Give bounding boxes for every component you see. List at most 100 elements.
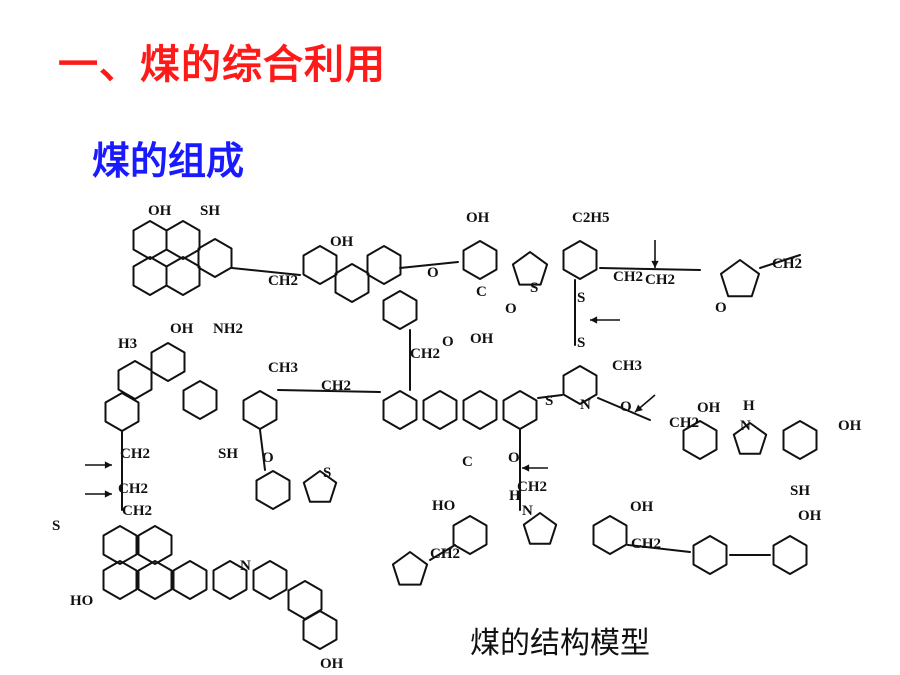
atom-label: OH <box>838 418 862 434</box>
arrow-marker <box>590 316 620 324</box>
ring-thiophene-top <box>511 251 549 286</box>
arrow-marker <box>651 240 659 268</box>
atom-label: CH3 <box>268 360 298 376</box>
atom-label: S <box>577 290 585 306</box>
atom-label: CH2 <box>631 536 661 552</box>
atom-label: OH <box>798 508 822 524</box>
atom-label: OH <box>320 656 344 672</box>
bond-ether-right <box>597 397 651 421</box>
atom-label: S <box>577 335 585 351</box>
atom-label: CH2 <box>120 446 150 462</box>
ring-carbazole-bottom-a <box>452 515 488 555</box>
atom-label: CH3 <box>612 358 642 374</box>
bond-furan-ch2 <box>759 254 801 269</box>
ring-cyclopentadiene <box>391 551 429 586</box>
ring-center-a <box>382 390 418 430</box>
ring-top-mid-c <box>366 245 402 285</box>
atom-label: HO <box>432 498 455 514</box>
arrow-marker <box>85 490 112 498</box>
ring-pyridine <box>562 365 598 405</box>
atom-label: OH <box>330 234 354 250</box>
ring-bottom-left-c <box>102 560 138 600</box>
bond-ch2-link <box>231 267 301 276</box>
atom-label: N <box>522 503 533 519</box>
atom-label: OH <box>470 331 494 347</box>
atom-label: HO <box>70 593 93 609</box>
atom-label: O <box>620 399 632 415</box>
atom-label: O <box>715 300 727 316</box>
atom-label: OH <box>170 321 194 337</box>
ring-benzothiophene-a <box>255 470 291 510</box>
atom-label: NH2 <box>213 321 243 337</box>
atom-label: S <box>52 518 60 534</box>
ring-center-b <box>422 390 458 430</box>
atom-label: CH2 <box>122 503 152 519</box>
arrow-marker <box>634 394 656 413</box>
ring-top-left-d <box>165 256 201 296</box>
ring-top-mid-d <box>382 290 418 330</box>
atom-label: S <box>323 465 331 481</box>
ring-carbazole-right-c <box>782 420 818 460</box>
atom-label: CH2 <box>613 269 643 285</box>
bond-thio-link <box>537 394 563 399</box>
ring-bottom-left-g <box>252 560 288 600</box>
atom-label: CH2 <box>410 346 440 362</box>
atom-label: H3 <box>118 336 137 352</box>
atom-label: H <box>743 398 755 414</box>
ring-carbazole-bottom-b <box>522 512 558 545</box>
ring-carbazole-right-b <box>732 422 768 455</box>
atom-label: CH2 <box>517 479 547 495</box>
ring-top-left-b <box>165 220 201 260</box>
ring-top-mid-a <box>302 245 338 285</box>
atom-label: N <box>740 418 751 434</box>
bond-ether-link <box>399 261 459 269</box>
atom-label: C2H5 <box>572 210 610 226</box>
ring-furan <box>720 259 760 298</box>
arrow-markers <box>85 240 659 498</box>
ring-bottom-left-b <box>137 525 173 565</box>
ring-center-c <box>462 390 498 430</box>
arrow-marker <box>522 464 548 472</box>
atom-label: SH <box>200 203 220 219</box>
atom-label: CH2 <box>772 256 802 272</box>
bond-ch2-chain <box>599 267 701 271</box>
diagram-caption: 煤的结构模型 <box>470 626 650 661</box>
slide-title: 一、煤的综合利用 <box>58 42 386 88</box>
atom-label: H <box>509 488 521 504</box>
ring-carbazole-right-a <box>682 420 718 460</box>
ring-mid-left-c <box>104 392 140 432</box>
atom-label: SH <box>790 483 810 499</box>
atom-label: S <box>545 393 553 409</box>
ring-mid-left-d <box>182 380 218 420</box>
ring-biphenyl-a <box>692 535 728 575</box>
ring-bottom-left-f <box>212 560 248 600</box>
atom-label: N <box>580 397 591 413</box>
ring-top-dbt-b <box>562 240 598 280</box>
atom-label: S <box>530 280 538 296</box>
ring-center-d <box>502 390 538 430</box>
ring-bottom-left-d <box>137 560 173 600</box>
atom-label: CH2 <box>268 273 298 289</box>
atom-label: O <box>442 334 454 350</box>
atom-label: CH2 <box>321 378 351 394</box>
atom-label: N <box>240 558 251 574</box>
atom-label: CH2 <box>645 272 675 288</box>
ring-top-mid-b <box>334 263 370 303</box>
atom-label: OH <box>466 210 490 226</box>
atom-label: OH <box>697 400 721 416</box>
bond-cp-ch2 <box>429 544 456 561</box>
ring-benzothiophene-b <box>302 470 338 503</box>
slide-subtitle: 煤的组成 <box>92 139 245 183</box>
ring-bottom-left-e <box>172 560 208 600</box>
atom-label: CH2 <box>118 481 148 497</box>
ring-mid-left-b <box>150 342 186 382</box>
ring-bottom-left-a <box>102 525 138 565</box>
ring-carbazole-bottom-c <box>592 515 628 555</box>
atom-label: SH <box>218 446 238 462</box>
ring-top-left-a <box>132 220 168 260</box>
bond-ch2-biphenyl <box>627 544 691 553</box>
atom-label: O <box>427 265 439 281</box>
atom-label: OH <box>630 499 654 515</box>
